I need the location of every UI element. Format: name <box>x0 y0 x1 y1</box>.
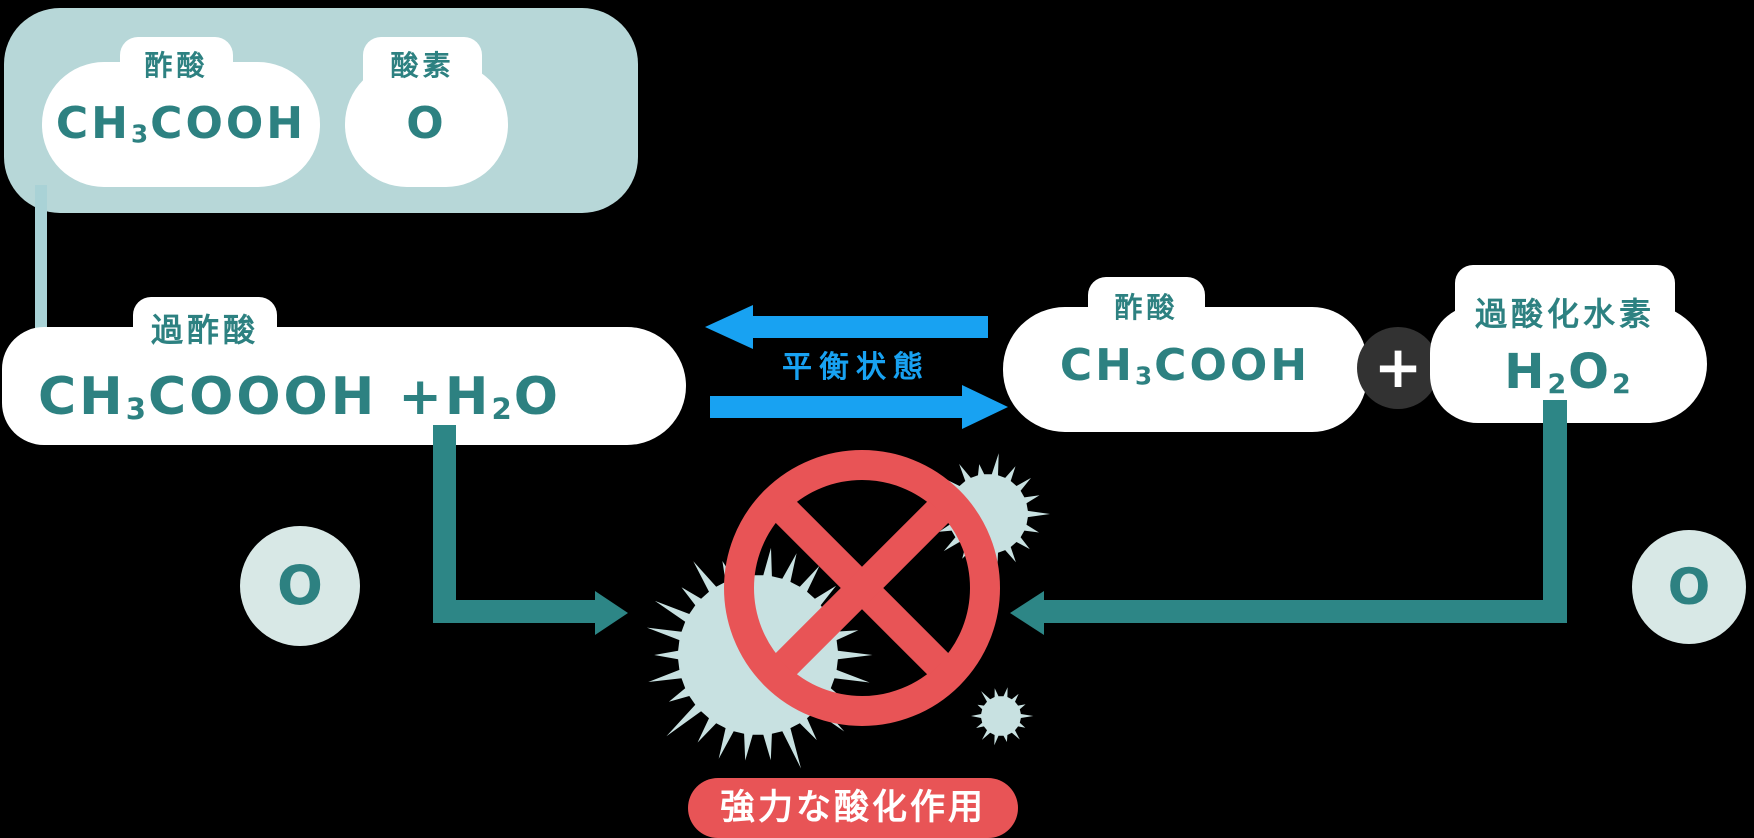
reaction-arrow-left-head-icon <box>595 591 628 635</box>
oxidation-caption-pill <box>688 778 1018 838</box>
plus-icon: + <box>1357 327 1439 409</box>
oxygen-top-cloud <box>345 62 508 187</box>
acetic-top-label: 酢酸 <box>144 49 209 82</box>
reaction-arrow-left-vertical <box>433 425 456 623</box>
acetic-top-formula: CH3COOH <box>55 98 307 149</box>
hydrogen-peroxide-cloud <box>1430 305 1707 423</box>
equilibrium-label: 平衡状態 <box>782 350 930 385</box>
peracetic-cloud <box>2 327 686 445</box>
peracetic-formula: CH3COOOH +H2O <box>38 367 561 427</box>
hydrogen-peroxide-formula: H2O2 <box>1504 344 1633 400</box>
equilibrium-arrow-right-shaft <box>710 396 962 418</box>
reaction-arrow-right-vertical <box>1543 400 1567 623</box>
oxygen-top-formula: O <box>406 98 447 149</box>
acetic-top-cloud <box>42 62 320 187</box>
germ-small-icon <box>971 687 1034 746</box>
acetic-right-label: 酢酸 <box>1114 291 1179 324</box>
germ-medium-icon <box>929 453 1050 576</box>
connector-line <box>35 185 47 371</box>
equilibrium-arrow-left-icon <box>705 305 753 349</box>
reaction-arrow-left-horizontal <box>433 600 595 623</box>
reaction-arrow-right-horizontal <box>1044 600 1567 623</box>
reaction-arrow-right-head-icon <box>1010 591 1044 635</box>
oxygen-top-label: 酸素 <box>390 49 455 82</box>
acetic-right-cloud <box>1003 307 1367 432</box>
oxidation-caption: 強力な酸化作用 <box>719 788 986 828</box>
equilibrium-arrow-right-icon <box>962 385 1008 429</box>
acetic-right-formula: CH3COOH <box>1059 340 1311 391</box>
peracetic-label: 過酢酸 <box>150 311 259 349</box>
oxygen-circle-left: O <box>240 526 360 646</box>
oxygen-circle-right: O <box>1632 530 1746 644</box>
equilibrium-arrow-left-shaft <box>751 316 988 338</box>
hydrogen-peroxide-label: 過酸化水素 <box>1474 295 1655 333</box>
